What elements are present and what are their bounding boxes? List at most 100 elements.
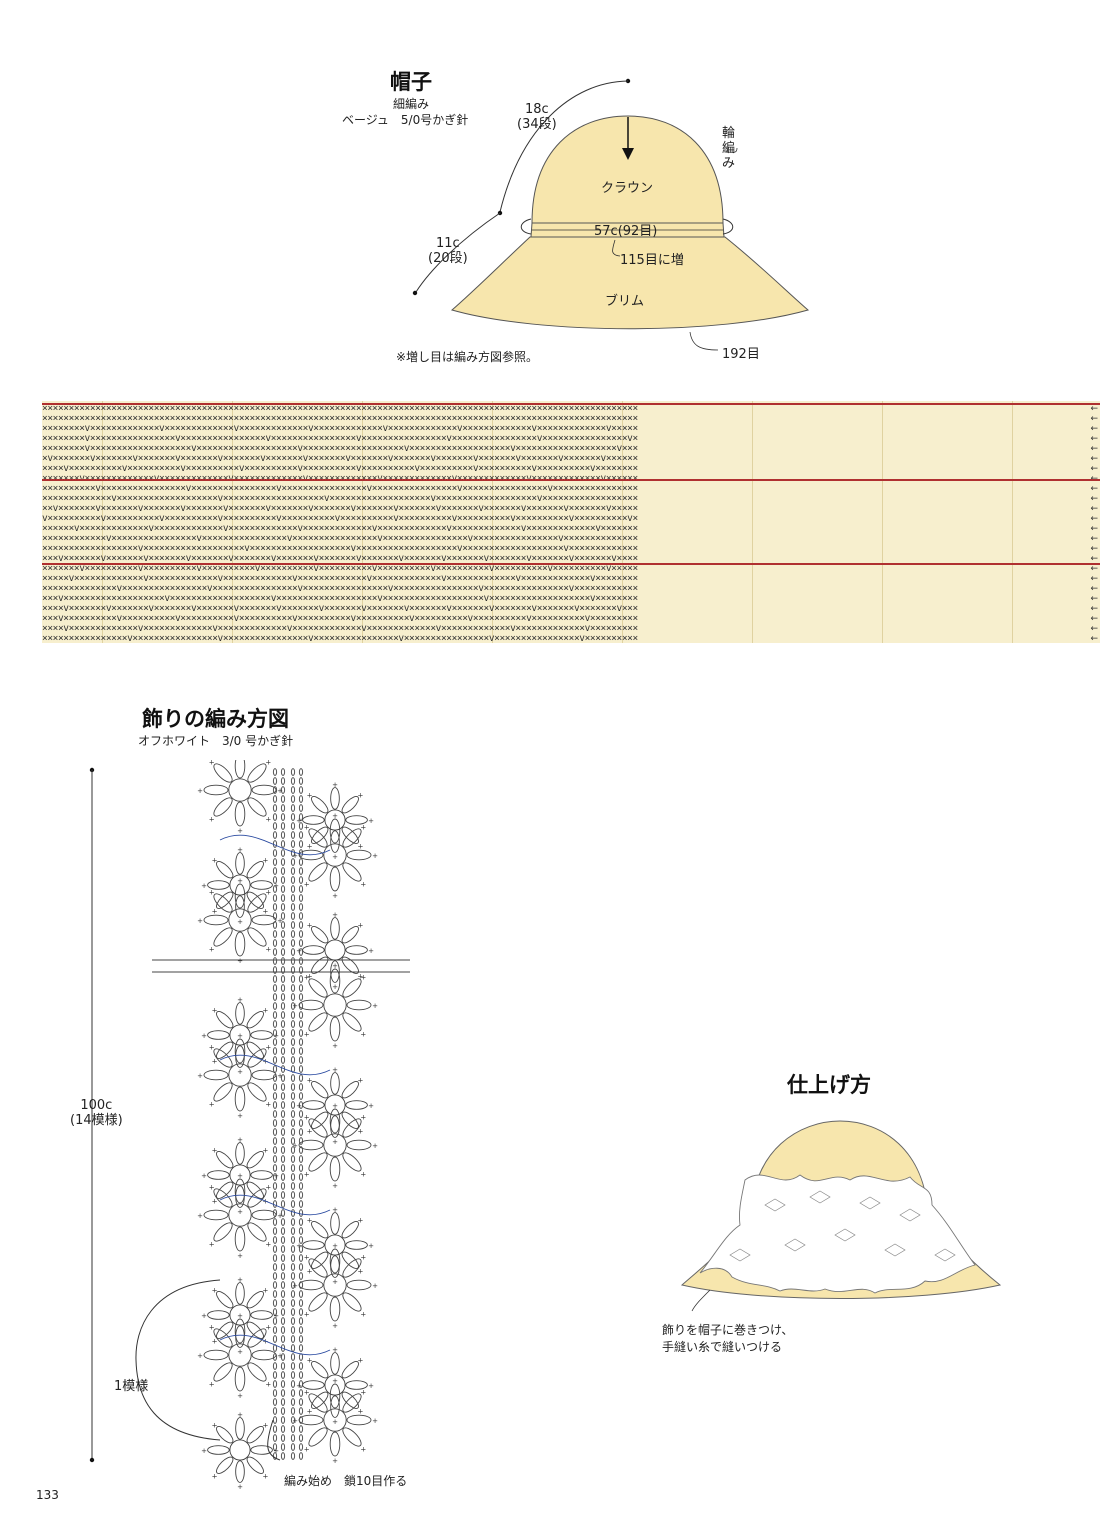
svg-text:+: +	[332, 812, 338, 820]
chain-stitch	[280, 1191, 286, 1199]
chart-guide-line	[622, 401, 623, 643]
chart-row: ×××v×××××××v×××××××v×××××××v×××××××v××××…	[42, 554, 638, 564]
chain-stitch	[290, 1029, 296, 1037]
chain-stitch	[272, 876, 278, 884]
chain-stitch	[290, 948, 296, 956]
svg-text:+: +	[209, 1184, 215, 1192]
chain-stitch	[290, 885, 296, 893]
chain-stitch	[272, 1164, 278, 1172]
svg-text:+: +	[296, 1242, 302, 1250]
svg-text:+: +	[307, 1407, 313, 1415]
chain-stitch	[290, 1047, 296, 1055]
svg-text:+: +	[332, 962, 338, 970]
chain-stitch	[290, 1173, 296, 1181]
chain-stitch	[272, 984, 278, 992]
stitch-chart: ××××××××××××××××××××××××××××××××××××××××…	[42, 401, 1100, 643]
chain-stitch	[280, 921, 286, 929]
svg-text:+: +	[237, 1276, 243, 1284]
chain-stitch	[298, 1119, 304, 1127]
chain-stitch	[298, 1227, 304, 1235]
chain-stitch	[298, 1092, 304, 1100]
chain-stitch	[290, 975, 296, 983]
chain-stitch	[272, 1335, 278, 1343]
row-direction-arrow-icon: ←	[1090, 434, 1098, 444]
chain-stitch	[280, 1326, 286, 1334]
chain-stitch	[290, 993, 296, 1001]
svg-text:+: +	[304, 1389, 310, 1397]
chain-stitch	[298, 1326, 304, 1334]
flower-motif: ++++++++	[292, 1377, 378, 1465]
chain-stitch	[280, 1371, 286, 1379]
chain-stitch	[272, 1263, 278, 1271]
flower-motif: ++++++++	[197, 1032, 283, 1120]
chain-stitch	[272, 1272, 278, 1280]
svg-text:+: +	[265, 1100, 271, 1108]
chain-stitch	[290, 912, 296, 920]
chain-stitch	[272, 867, 278, 875]
chain-stitch	[272, 831, 278, 839]
chain-stitch	[298, 786, 304, 794]
chart-row: ××××××××××××××××××v×××××××××××××××××××v×…	[42, 544, 638, 554]
chain-stitch	[298, 777, 304, 785]
chain-stitch	[280, 813, 286, 821]
svg-text:+: +	[265, 760, 271, 767]
chain-stitch	[290, 1020, 296, 1028]
chain-stitch	[272, 840, 278, 848]
chain-stitch	[272, 1110, 278, 1118]
chart-row: ××××××××××××××××v××××××××××××××××v××××××…	[42, 634, 638, 643]
chain-stitch	[298, 1074, 304, 1082]
chain-stitch	[272, 795, 278, 803]
chain-stitch	[272, 1182, 278, 1190]
chain-stitch	[298, 1335, 304, 1343]
chain-stitch	[280, 1254, 286, 1262]
chain-stitch	[272, 912, 278, 920]
chain-stitch	[280, 984, 286, 992]
chain-stitch	[298, 813, 304, 821]
chain-stitch	[290, 822, 296, 830]
svg-text:+: +	[292, 1282, 298, 1290]
chain-stitch	[280, 1155, 286, 1163]
chain-stitch	[298, 930, 304, 938]
chain-stitch	[298, 1425, 304, 1433]
chain-stitch	[290, 1434, 296, 1442]
chain-stitch	[272, 1065, 278, 1073]
chart-row: ×××××v×××××××××××××v×××××××××××××v××××××…	[42, 574, 638, 584]
chart-row: ××××v×××××××××××××v×××××××××××××v×××××××…	[42, 624, 638, 634]
chain-stitch	[290, 1146, 296, 1154]
svg-text:+: +	[277, 917, 283, 925]
svg-text:+: +	[237, 918, 243, 926]
svg-text:+: +	[332, 1066, 338, 1074]
flower-motif: ++++++++	[292, 1242, 378, 1330]
svg-text:+: +	[237, 1032, 243, 1040]
svg-text:+: +	[307, 972, 313, 980]
chain-stitch	[280, 1110, 286, 1118]
chain-stitch	[280, 1029, 286, 1037]
svg-text:+: +	[332, 1322, 338, 1330]
chain-stitch	[290, 1335, 296, 1343]
chart-section-line	[42, 403, 1100, 405]
svg-text:+: +	[332, 1457, 338, 1465]
chain-stitch	[280, 1146, 286, 1154]
chain-stitch	[290, 1254, 296, 1262]
svg-text:+: +	[360, 1170, 366, 1178]
svg-text:+: +	[212, 1422, 218, 1430]
chain-stitch	[290, 1182, 296, 1190]
svg-text:+: +	[209, 889, 215, 897]
chain-stitch	[298, 885, 304, 893]
chain-stitch	[298, 948, 304, 956]
chain-stitch	[290, 1362, 296, 1370]
svg-text:+: +	[360, 824, 366, 832]
chart-guide-line	[1012, 401, 1013, 643]
svg-text:+: +	[273, 1312, 279, 1320]
decoration-title: 飾りの編み方図	[142, 707, 289, 731]
chain-stitch	[290, 1119, 296, 1127]
svg-text:+: +	[209, 1380, 215, 1388]
svg-text:+: +	[212, 857, 218, 865]
chain-stitch	[272, 885, 278, 893]
one-motif-bracket	[135, 1279, 221, 1441]
chain-stitch	[280, 1164, 286, 1172]
svg-text:+: +	[209, 1044, 215, 1052]
chain-stitch	[272, 1398, 278, 1406]
chain-stitch	[272, 1407, 278, 1415]
chain-stitch	[272, 1029, 278, 1037]
